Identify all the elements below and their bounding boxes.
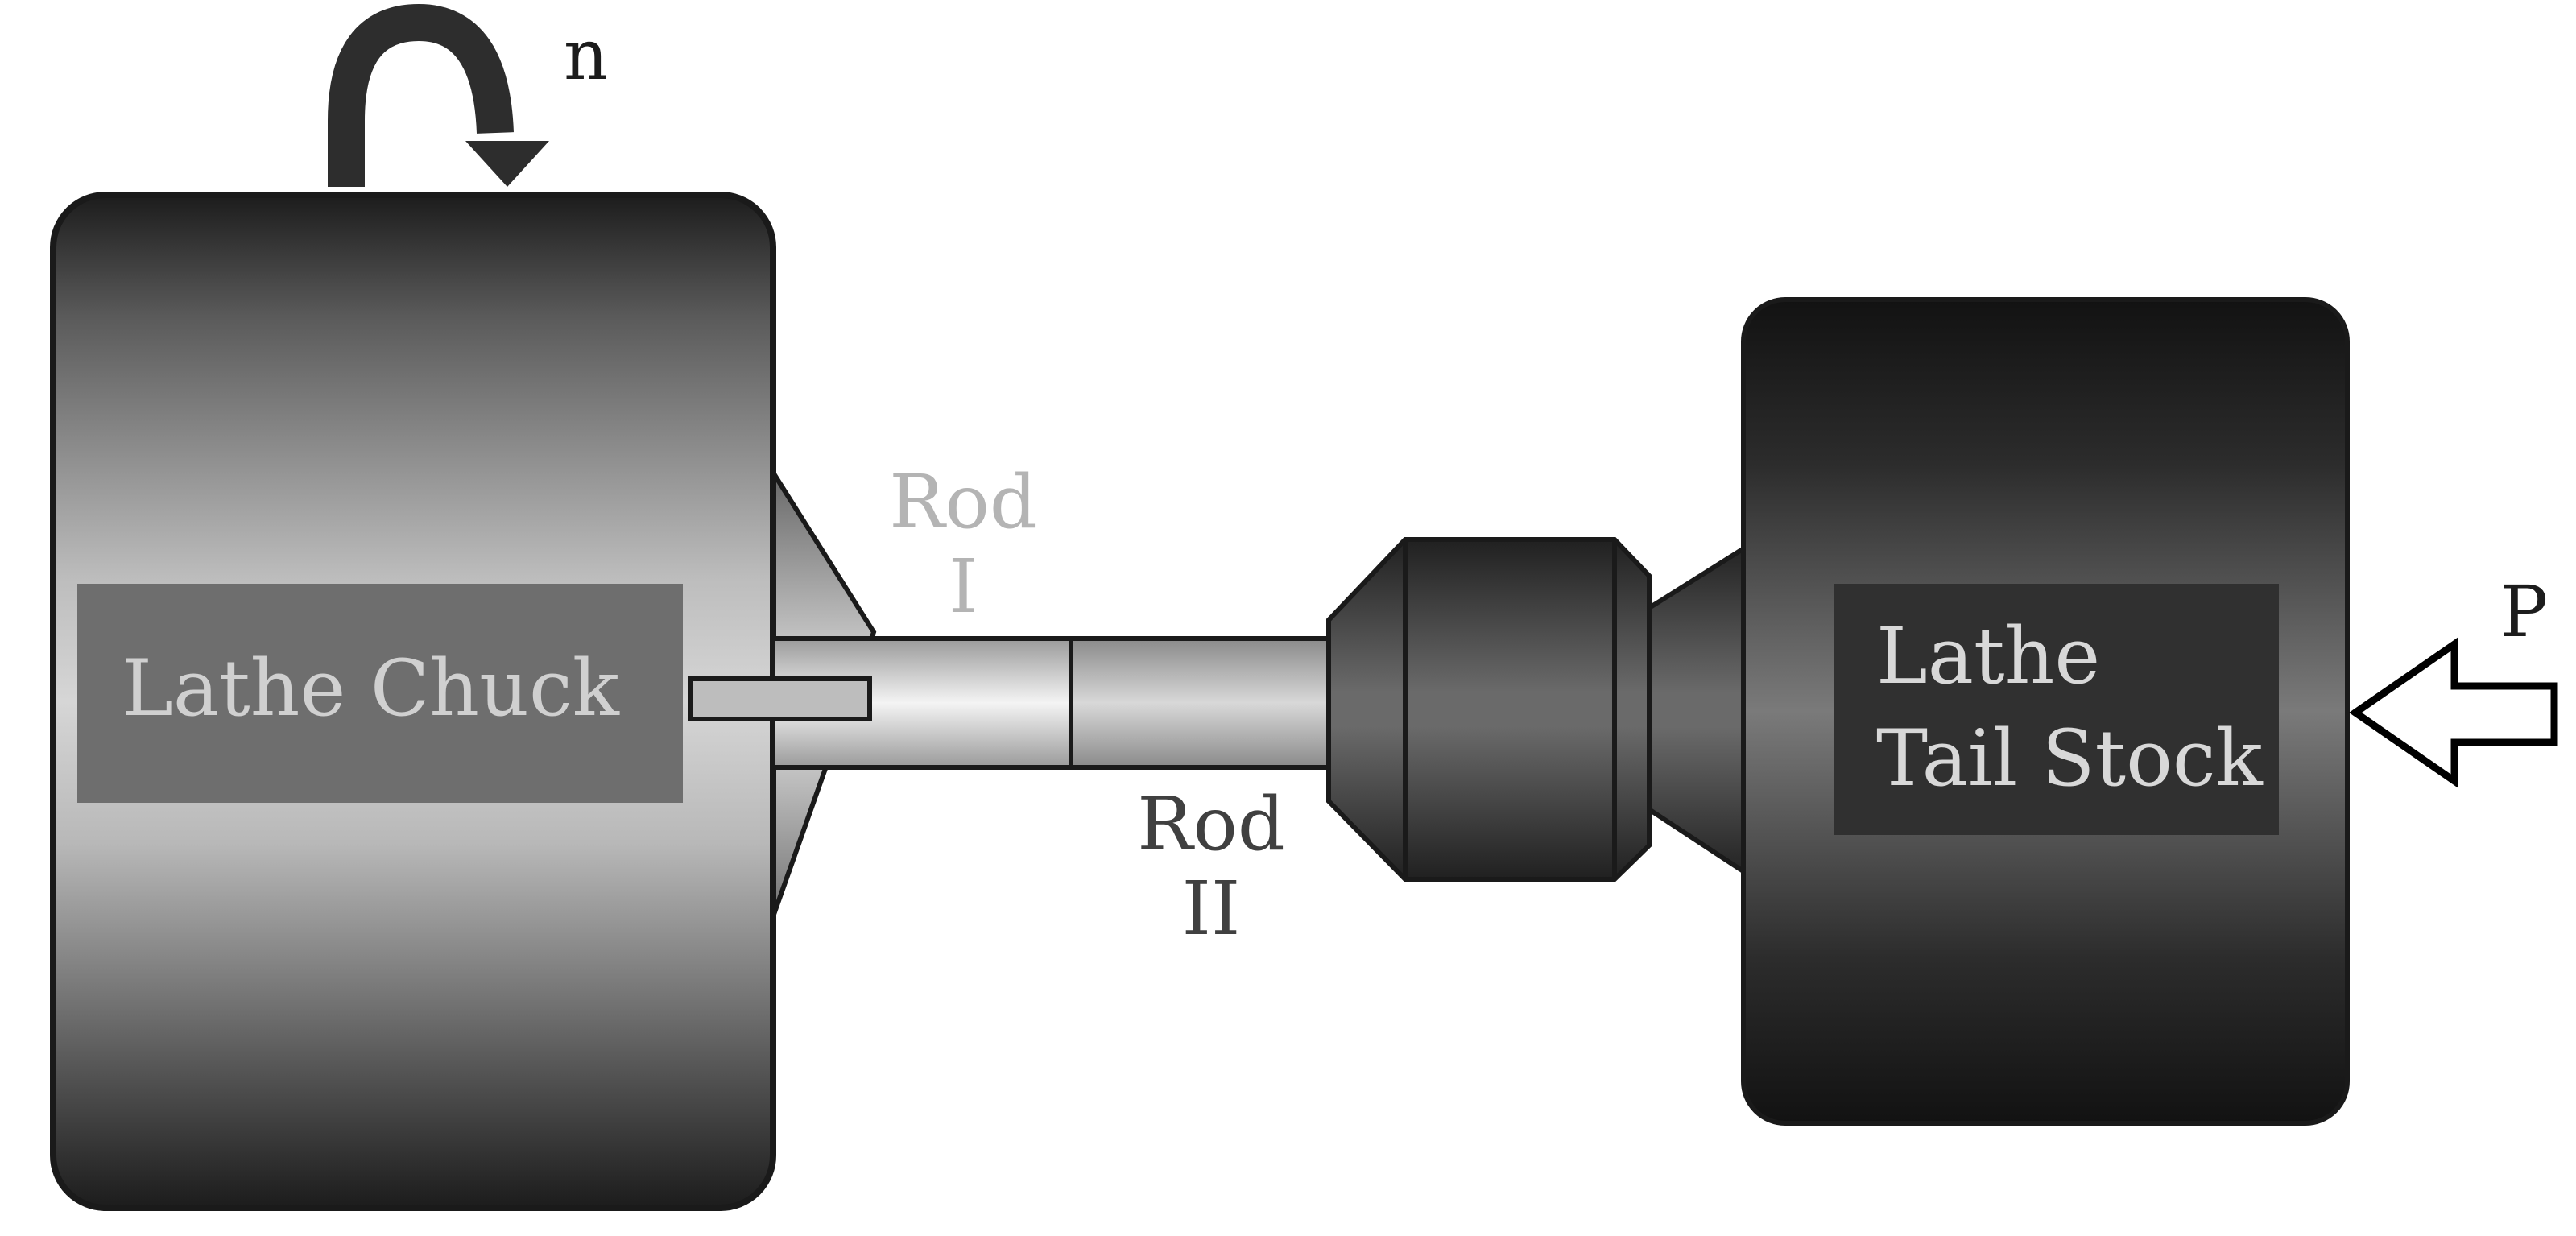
force-label: P	[2500, 570, 2548, 653]
tail-stock-label-box	[1834, 584, 2279, 835]
force-arrow-icon	[2349, 637, 2558, 788]
rod-i-label-line2: I	[949, 544, 978, 630]
rod-ii	[1069, 636, 1331, 770]
chuck-label: Lathe Chuck	[122, 643, 620, 734]
tail-stock-label-line2: Tail Stock	[1876, 713, 2264, 804]
tailstock-quill	[1326, 536, 1758, 884]
rotation-label: n	[564, 15, 608, 96]
rod-i-label-line1: Rod	[889, 459, 1037, 545]
rotation-arrow-icon	[328, 3, 549, 187]
chuck-label-box	[77, 584, 683, 803]
chuck-jaw-key	[688, 676, 872, 721]
rod-ii-label-line2: II	[1182, 866, 1241, 952]
tail-stock-label-line1: Lathe	[1876, 611, 2100, 701]
rod-ii-label-line1: Rod	[1137, 781, 1285, 867]
